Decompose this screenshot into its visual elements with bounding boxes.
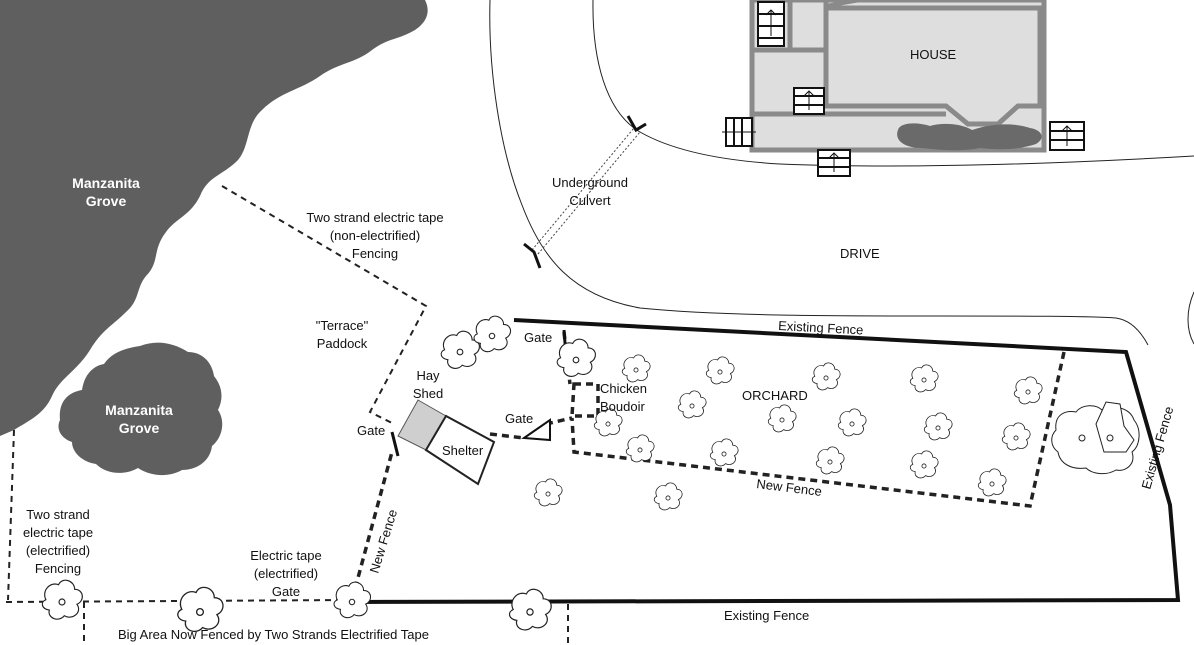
stairs-top <box>757 1 785 47</box>
tree <box>621 354 651 383</box>
tree <box>677 390 707 419</box>
gate-elec-label-2: (electrified) <box>254 566 318 581</box>
culvert-line-b <box>537 131 641 255</box>
stairs-bottom <box>817 149 851 177</box>
big-area-label: Big Area Now Fenced by Two Strands Elect… <box>118 627 429 642</box>
tree-cluster-right <box>1051 401 1140 475</box>
new-fence-diagonal-label: New Fence <box>367 508 401 575</box>
tape-top-label-1: Two strand electric tape <box>306 210 443 225</box>
new-fence-orchard <box>570 351 1066 508</box>
tree <box>709 438 739 467</box>
new-fence-diagonal <box>350 451 394 601</box>
tree <box>909 450 939 479</box>
existing-fence-top-label: Existing Fence <box>778 318 864 337</box>
existing-fence <box>351 318 1181 604</box>
drive-edge-right <box>592 0 1194 167</box>
tree <box>1013 376 1043 405</box>
tape-left-label-4: Fencing <box>35 561 81 576</box>
culvert-label-2: Culvert <box>569 193 611 208</box>
chicken-boudoir <box>570 382 600 418</box>
tree <box>811 362 841 391</box>
tree <box>923 412 953 441</box>
drive-edge-far <box>1187 291 1194 345</box>
grove-top-label-2: Grove <box>86 193 127 209</box>
hay-shed-label-2: Shed <box>413 386 443 401</box>
tree <box>705 356 735 385</box>
culvert-line-a <box>531 127 635 251</box>
grove-top-label-1: Manzanita <box>72 175 140 191</box>
gate-mid <box>521 418 551 442</box>
gate-left-label: Gate <box>357 423 385 438</box>
shelter <box>424 414 496 486</box>
tape-left-label-2: electric tape <box>23 525 93 540</box>
tree <box>41 579 83 620</box>
tree <box>837 408 867 437</box>
manzanita-grove-bottom <box>58 342 223 476</box>
tree <box>1001 422 1031 451</box>
tree <box>177 586 224 633</box>
culvert-end-bottom <box>523 242 542 269</box>
orchard-label: ORCHARD <box>742 388 808 403</box>
tree <box>533 478 563 507</box>
stairs-left <box>722 117 756 147</box>
house-complex <box>749 0 1047 153</box>
terrace-label-1: "Terrace" <box>316 318 369 333</box>
gate-elec-label-3: Gate <box>272 584 300 599</box>
tape-top-label-3: Fencing <box>352 246 398 261</box>
tree <box>333 581 372 619</box>
gate-top-label: Gate <box>524 330 552 345</box>
chicken-label-2: Boudoir <box>600 399 645 414</box>
drive-label: DRIVE <box>840 246 880 261</box>
house-label: HOUSE <box>910 47 957 62</box>
fence-tape-left <box>7 429 15 601</box>
gate-mid-label: Gate <box>505 411 533 426</box>
grove-bottom-label-1: Manzanita <box>105 402 173 418</box>
tree <box>508 588 552 631</box>
hay-shed-label-1: Hay <box>416 368 440 383</box>
tape-top-label-2: (non-electrified) <box>330 228 420 243</box>
culvert-label-1: Underground <box>552 175 628 190</box>
culvert-end-top <box>626 115 647 133</box>
manzanita-grove-top <box>0 0 428 436</box>
stairs-right <box>1049 121 1085 151</box>
grove-bottom-label-2: Grove <box>119 420 160 436</box>
tape-left-label-1: Two strand <box>26 507 90 522</box>
tree <box>653 482 683 511</box>
tree <box>977 468 1007 497</box>
house-shrubs <box>897 123 1042 151</box>
tree <box>767 404 797 433</box>
chicken-label-1: Chicken <box>600 381 647 396</box>
tape-left-label-3: (electrified) <box>26 543 90 558</box>
tree <box>909 364 939 393</box>
tree <box>625 434 655 463</box>
drive-edge-left <box>489 0 1149 346</box>
tree <box>556 338 596 377</box>
stairs-mid <box>793 87 825 115</box>
gate-elec-label-1: Electric tape <box>250 548 322 563</box>
existing-fence-bottom-label: Existing Fence <box>724 608 809 623</box>
terrace-label-2: Paddock <box>317 336 368 351</box>
gate-left <box>390 431 400 457</box>
shelter-label: Shelter <box>442 443 484 458</box>
tree <box>815 446 845 475</box>
